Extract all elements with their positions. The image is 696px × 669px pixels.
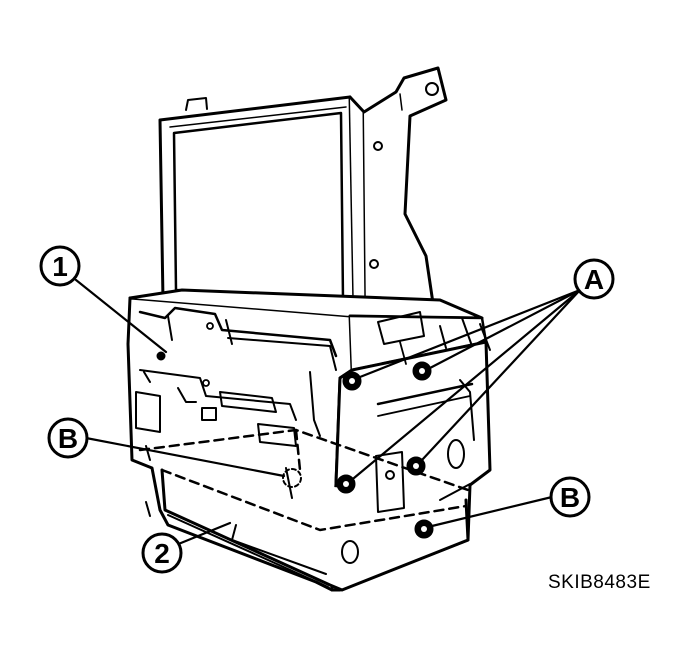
screw-a-2: [412, 361, 432, 381]
leader-part-2: [174, 521, 232, 547]
screw-a-1: [342, 371, 362, 391]
leader-a-2: [428, 288, 582, 370]
callout-part-1: 1: [39, 245, 81, 287]
screw-a-4: [406, 456, 426, 476]
leader-a-4: [420, 288, 582, 462]
leader-part-1: [74, 278, 168, 354]
screw-b-right: [414, 519, 434, 539]
callout-b-left-label: B: [58, 423, 78, 454]
callout-a-label: A: [584, 264, 604, 295]
screw-b-left-hidden: [282, 468, 302, 488]
callout-b-right-label: B: [560, 482, 580, 513]
mounting-bracket: [362, 66, 448, 320]
leader-a-3: [352, 288, 582, 480]
leader-b-right: [430, 495, 554, 528]
callout-part-2-label: 2: [154, 538, 170, 569]
reference-code: SKIB8483E: [548, 572, 651, 593]
screw-a-3: [336, 474, 356, 494]
callout-part-2: 2: [141, 532, 183, 574]
unit-body: [126, 288, 492, 592]
callout-part-1-label: 1: [52, 251, 68, 282]
callout-b-right: B: [549, 476, 591, 518]
leader-a-1: [358, 288, 582, 379]
leader-b-left: [84, 436, 286, 478]
callout-a: A: [573, 258, 615, 300]
display-screen: [158, 95, 368, 320]
callout-b-left: B: [47, 417, 89, 459]
